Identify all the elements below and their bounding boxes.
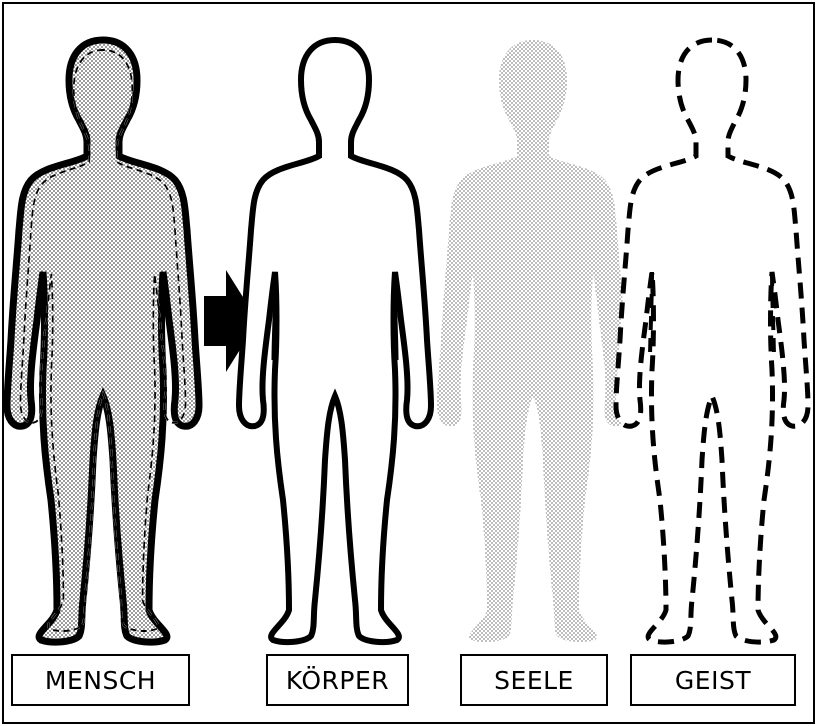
- label-mensch: MENSCH: [11, 654, 190, 706]
- label-geist: GEIST: [630, 654, 796, 706]
- figure-seele: [437, 40, 629, 642]
- figure-mensch: [7, 40, 199, 642]
- label-koerper: KÖRPER: [266, 654, 409, 706]
- figure-geist: [616, 40, 808, 642]
- figure-koerper: [239, 40, 431, 642]
- label-seele: SEELE: [460, 654, 608, 706]
